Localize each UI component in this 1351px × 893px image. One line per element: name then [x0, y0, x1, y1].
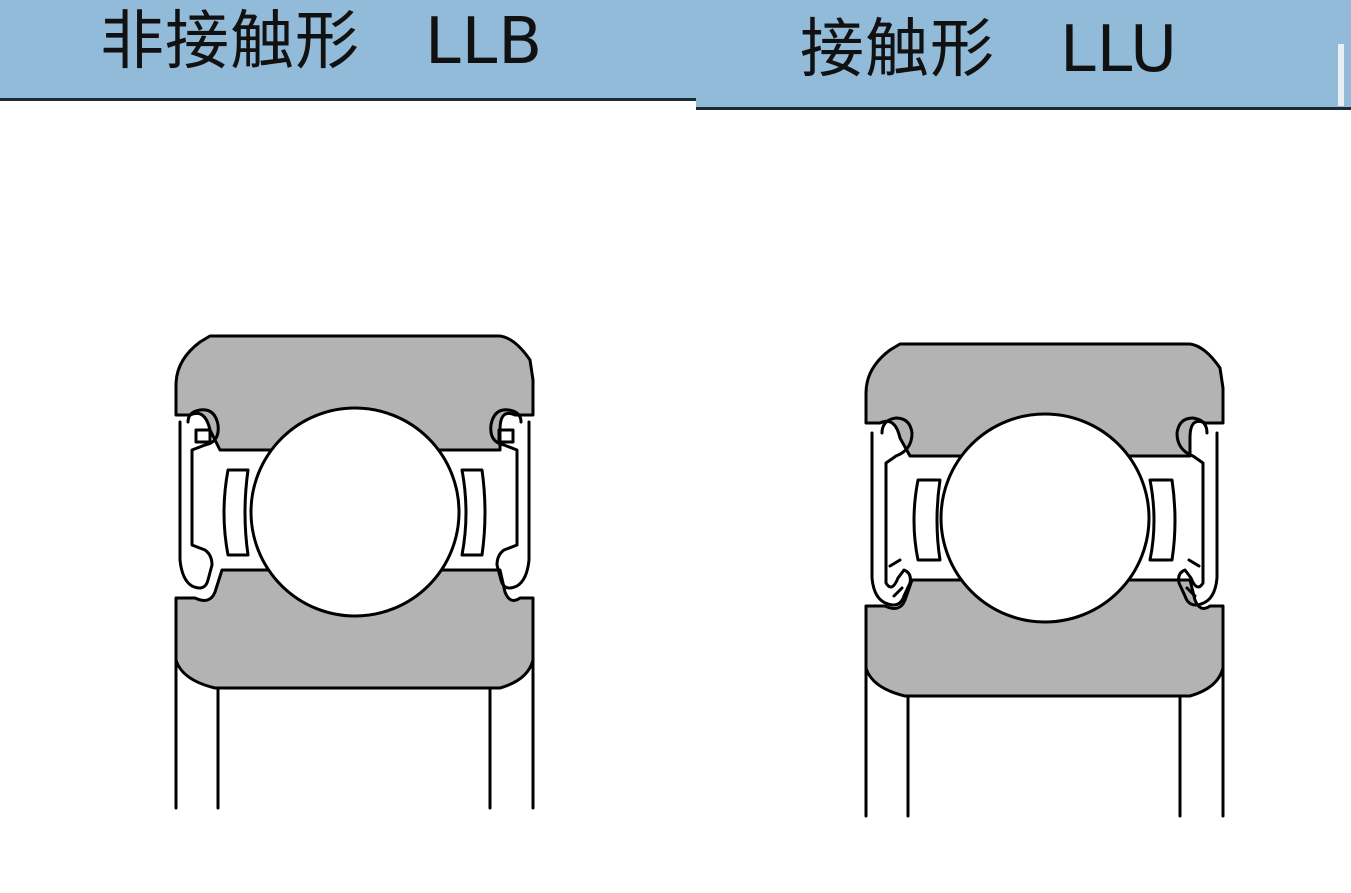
- bore-outline: [864, 666, 1225, 818]
- left-seal: [178, 408, 220, 590]
- outer-ring: [174, 334, 535, 452]
- inner-ring: [174, 568, 535, 690]
- bore-outline: [174, 658, 535, 810]
- diagram-llb: [170, 330, 540, 815]
- right-seal: [1175, 416, 1219, 607]
- title-llb: 非接触形 LLB: [100, 5, 544, 79]
- header-right: 接触形 LLU: [696, 0, 1351, 110]
- bearing-llu-svg: [864, 342, 1225, 818]
- title-llu: 接触形 LLU: [800, 13, 1178, 87]
- right-seal: [489, 408, 531, 590]
- scroll-edge-mark: [1338, 44, 1344, 106]
- left-seal: [870, 416, 914, 607]
- inner-ring: [864, 578, 1225, 698]
- ball: [939, 412, 1151, 624]
- cage-right: [460, 468, 487, 557]
- diagram-llu: [860, 338, 1230, 823]
- cage-left: [222, 468, 250, 557]
- cage-left: [912, 478, 942, 562]
- header-left: 非接触形 LLB: [0, 0, 696, 101]
- ball: [249, 406, 461, 618]
- bearing-llb-svg: [174, 334, 535, 810]
- cage-right: [1148, 478, 1177, 562]
